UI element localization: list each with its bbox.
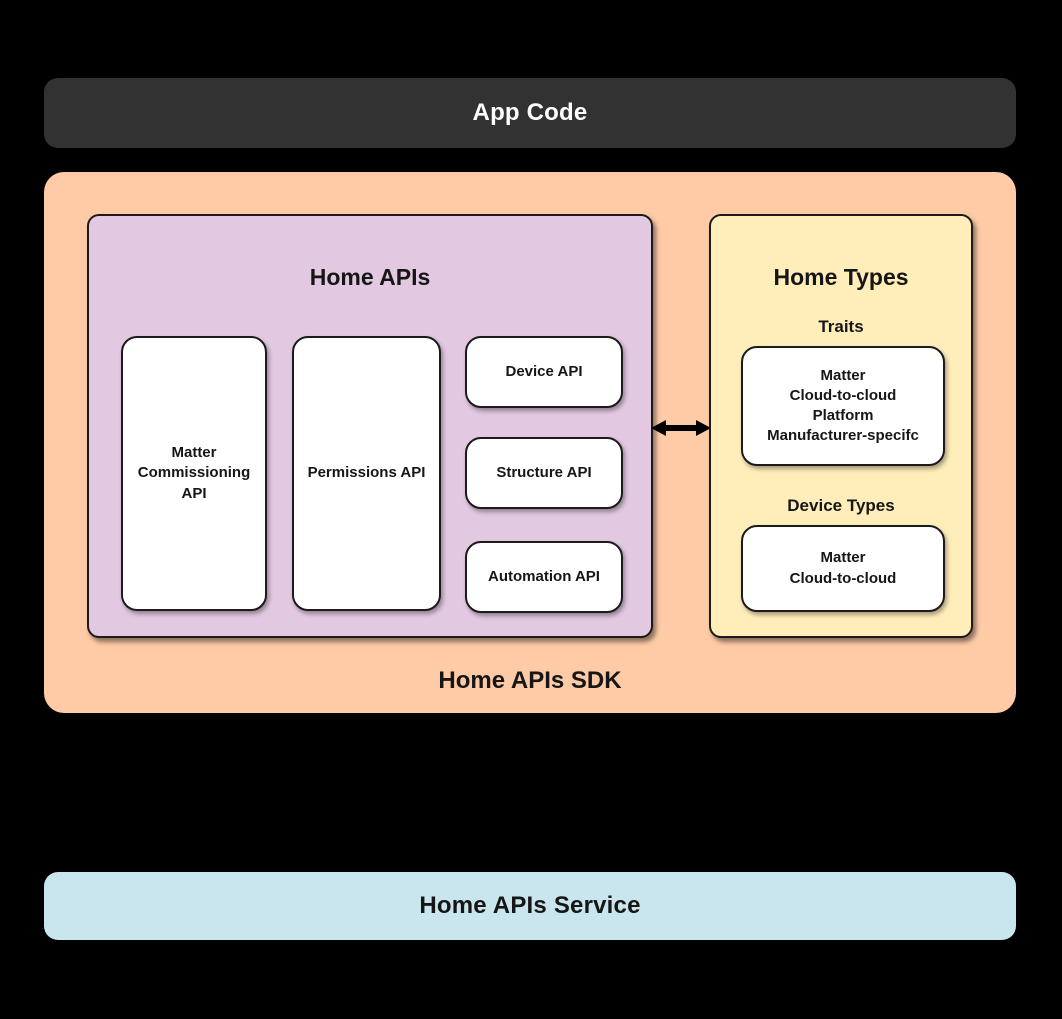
automation-api-box: Automation API bbox=[465, 541, 623, 613]
home-apis-service-label: Home APIs Service bbox=[419, 892, 641, 919]
app-code-bar: App Code bbox=[44, 78, 1016, 148]
traits-box: Matter Cloud-to-cloud Platform Manufactu… bbox=[741, 346, 945, 466]
structure-api-box: Structure API bbox=[465, 437, 623, 509]
home-types-title: Home Types bbox=[773, 264, 909, 290]
matter-commissioning-api-box: Matter Commissioning API bbox=[121, 336, 267, 611]
device-types-label: Device Types bbox=[787, 496, 895, 515]
home-apis-sdk-label: Home APIs SDK bbox=[438, 667, 622, 694]
app-code-label: App Code bbox=[472, 99, 588, 126]
permissions-api-box: Permissions API bbox=[292, 336, 441, 611]
bidirectional-arrow-icon bbox=[650, 416, 712, 440]
home-apis-sdk-container: Home APIs Matter Commissioning API Permi… bbox=[44, 172, 1016, 713]
home-apis-service-bar: Home APIs Service bbox=[44, 872, 1016, 940]
device-types-box: Matter Cloud-to-cloud bbox=[741, 525, 945, 612]
home-apis-group: Home APIs Matter Commissioning API Permi… bbox=[87, 214, 653, 638]
home-types-group: Home Types Traits Matter Cloud-to-cloud … bbox=[709, 214, 973, 638]
traits-label: Traits bbox=[818, 317, 864, 336]
home-apis-title: Home APIs bbox=[309, 264, 431, 290]
device-api-box: Device API bbox=[465, 336, 623, 408]
